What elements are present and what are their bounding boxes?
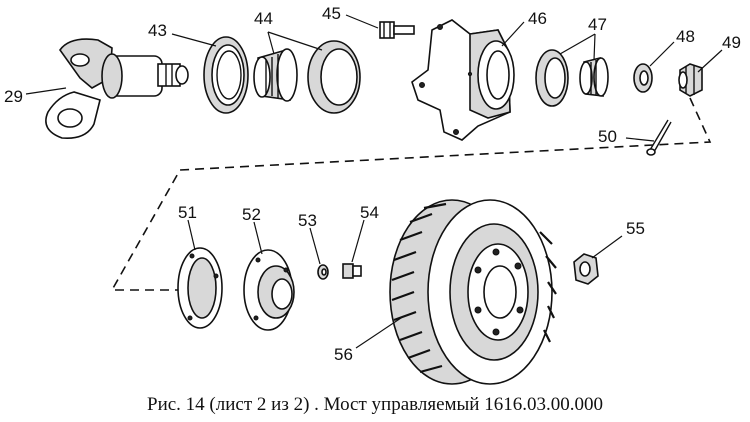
part-44-bearing [253, 40, 361, 114]
label-46: 46 [528, 9, 547, 28]
leader-51 [187, 219, 196, 251]
part-55-nut [573, 253, 599, 285]
part-56-wheel [389, 199, 557, 385]
leader-45 [345, 14, 379, 29]
label-47: 47 [588, 15, 607, 34]
label-55: 55 [626, 219, 645, 238]
part-54-small-bolt [342, 263, 362, 279]
part-51-gasket [177, 247, 223, 329]
label-44: 44 [254, 9, 273, 28]
leader-43 [171, 33, 217, 47]
leader-50 [625, 137, 655, 142]
figure-caption: Рис. 14 (лист 2 из 2) . Мост управляемый… [147, 394, 603, 415]
leader-46 [501, 21, 525, 47]
label-43: 43 [148, 21, 167, 40]
leader-48 [649, 41, 675, 67]
part-45-bolt [379, 21, 415, 39]
part-46-wheel-hub [411, 19, 515, 141]
part-52-hub-cap [243, 249, 295, 331]
leader-44b [267, 31, 323, 51]
label-29: 29 [4, 87, 23, 106]
assembly-dashed-line [110, 97, 712, 291]
part-50-cotter-pin [646, 119, 672, 156]
label-54: 54 [360, 203, 379, 222]
leader-47a [559, 33, 596, 55]
part-47-bearing [535, 49, 609, 107]
leader-44a [267, 31, 275, 55]
label-45: 45 [322, 4, 341, 23]
part-43-seal-ring [203, 36, 249, 114]
label-56: 56 [334, 345, 353, 364]
part-53-small-washer [317, 264, 329, 280]
label-50: 50 [598, 127, 617, 146]
part-49-castle-nut [678, 63, 703, 97]
label-52: 52 [242, 205, 261, 224]
leader-56 [355, 315, 405, 349]
leader-55 [591, 235, 623, 259]
part-48-washer [633, 63, 653, 93]
label-53: 53 [298, 211, 317, 230]
leader-29 [25, 87, 67, 95]
label-49: 49 [722, 33, 741, 52]
leader-52 [253, 221, 263, 255]
leader-54 [351, 219, 365, 263]
label-48: 48 [676, 27, 695, 46]
leader-53 [309, 227, 321, 265]
label-51: 51 [178, 203, 197, 222]
leader-47b [593, 33, 596, 61]
leader-49 [697, 49, 723, 73]
part-29-steering-knuckle [45, 38, 189, 140]
